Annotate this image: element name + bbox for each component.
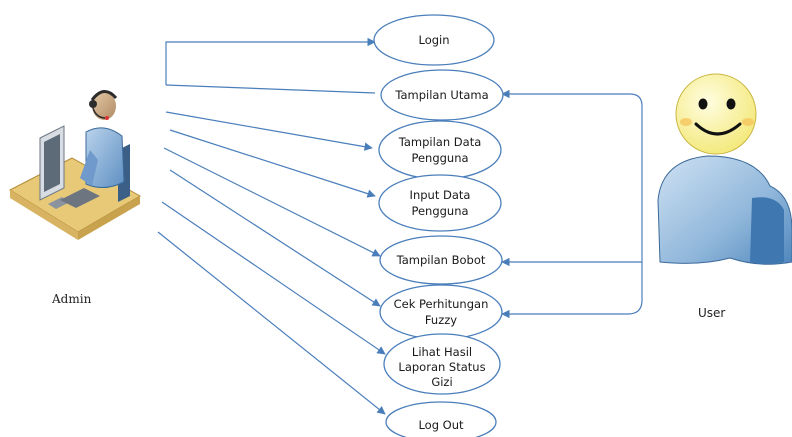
use-case-login-label: Login (418, 33, 449, 47)
use-case-lihat-hasil-laporan-line1: Lihat Hasil (412, 345, 472, 359)
assoc-admin-lihat-hasil-laporan (161, 201, 386, 355)
assoc-user-trunk (501, 150, 643, 319)
use-case-log-out-label: Log Out (418, 418, 464, 432)
use-case-cek-perhitungan-fuzzy-line2: Fuzzy (425, 313, 457, 327)
assoc-admin-login (165, 37, 376, 85)
assoc-user-tampilan-utama (501, 89, 643, 150)
use-case-input-data-pengguna-line1: Input Data (410, 188, 471, 202)
assoc-admin-cek-perhitungan-fuzzy (169, 169, 381, 307)
assoc-admin-input-data-pengguna (169, 129, 376, 198)
use-case-tampilan-utama-label: Tampilan Utama (394, 88, 488, 102)
use-case-cek-perhitungan-fuzzy: Cek Perhitungan Fuzzy (379, 284, 503, 340)
assoc-admin-tampilan-bobot (163, 147, 381, 257)
use-case-log-out: Log Out (385, 401, 497, 437)
use-case-login: Login (373, 14, 495, 66)
use-case-cek-perhitungan-fuzzy-line1: Cek Perhitungan (394, 297, 489, 311)
use-case-tampilan-bobot-label: Tampilan Bobot (396, 253, 486, 267)
assoc-admin-tampilan-utama (165, 84, 376, 94)
use-case-tampilan-bobot: Tampilan Bobot (379, 235, 503, 285)
user-label: User (698, 306, 726, 320)
assoc-admin-log-out (157, 231, 386, 415)
use-case-lihat-hasil-laporan-line2: Laporan Status (398, 360, 485, 374)
use-case-input-data-pengguna: Input Data Pengguna (378, 174, 502, 232)
user-actor-icon (657, 73, 792, 265)
assoc-admin-tampilan-data-pengguna (165, 111, 373, 151)
use-case-tampilan-data-pengguna-line2: Pengguna (411, 151, 468, 165)
use-case-lihat-hasil-laporan: Lihat Hasil Laporan Status Gizi (383, 333, 501, 395)
admin-label: Admin (52, 292, 92, 306)
use-case-lihat-hasil-laporan-line3: Gizi (431, 375, 452, 389)
use-case-input-data-pengguna-line2: Pengguna (411, 204, 468, 218)
use-case-tampilan-data-pengguna: Tampilan Data Pengguna (378, 120, 502, 180)
admin-associations (157, 37, 386, 415)
use-case-tampilan-utama: Tampilan Utama (380, 69, 504, 121)
user-associations (501, 89, 643, 319)
use-case-tampilan-data-pengguna-line1: Tampilan Data (398, 135, 482, 149)
admin-actor-icon (8, 90, 142, 240)
